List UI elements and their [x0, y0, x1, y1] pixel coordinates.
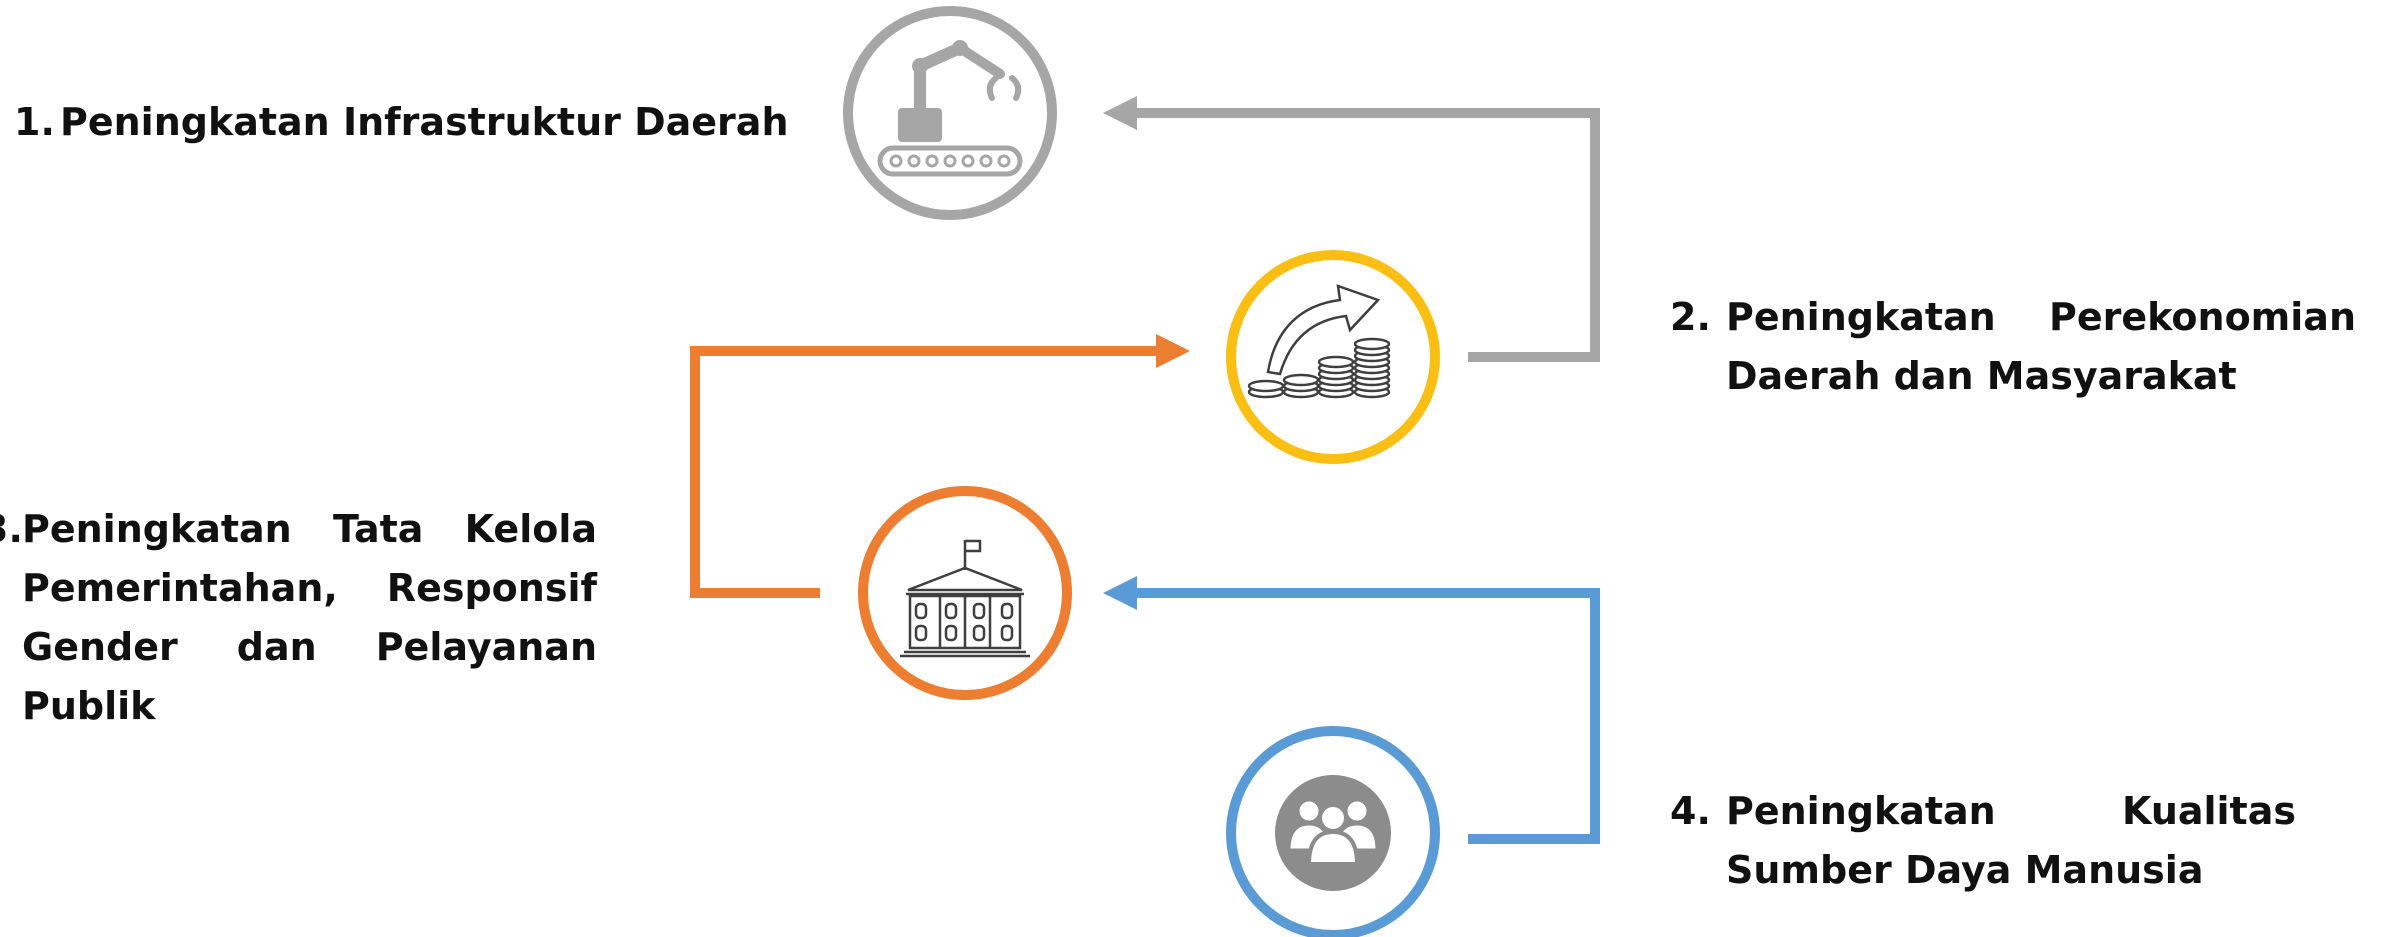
node-infrastruktur — [843, 6, 1057, 220]
node-sdm — [1226, 726, 1440, 937]
label-item-3-line-3: Gender dan Pelayanan — [22, 625, 597, 669]
label-item-2-line-1: Peningkatan Perekonomian — [1726, 295, 2356, 339]
robotic-arm-conveyor-icon — [877, 40, 1023, 177]
label-item-4: 4. Peningkatan Kualitas Sumber Daya Manu… — [1670, 782, 2310, 900]
connector-blue — [1103, 576, 1600, 844]
label-item-3-line-2: Pemerintahan, Responsif — [22, 566, 597, 610]
label-item-2-number: 2. — [1670, 295, 1711, 339]
connector-orange — [690, 334, 1190, 598]
label-item-1: 1. Peningkatan Infrastruktur Daerah — [14, 93, 834, 152]
label-item-1-text: Peningkatan Infrastruktur Daerah — [60, 93, 840, 152]
label-item-3-line-4: Publik — [22, 684, 156, 728]
label-item-3-number: 3. — [0, 507, 23, 551]
label-item-4-line-1: Peningkatan Kualitas — [1726, 789, 2296, 833]
label-item-1-number: 1. — [14, 100, 55, 144]
label-item-2-text: Peningkatan Perekonomian Daerah dan Masy… — [1726, 288, 2356, 406]
coins-growth-arrow-icon — [1247, 284, 1391, 399]
connector-gray — [1103, 96, 1600, 362]
connector-gray-arrowhead — [1103, 96, 1137, 130]
connector-blue-arrowhead — [1103, 576, 1137, 610]
label-item-3-line-1: Peningkatan Tata Kelola — [22, 507, 597, 551]
connector-orange-arrowhead — [1156, 334, 1190, 368]
people-group-icon — [1275, 775, 1391, 891]
label-item-4-number: 4. — [1670, 789, 1711, 833]
label-item-4-text: Peningkatan Kualitas Sumber Daya Manusia — [1726, 782, 2296, 900]
label-item-1-line: Peningkatan Infrastruktur Daerah — [60, 100, 789, 144]
label-item-2-line-2: Daerah dan Masyarakat — [1726, 354, 2237, 398]
label-item-3: 3. Peningkatan Tata Kelola Pemerintahan,… — [0, 500, 622, 736]
connector-blue-line — [1132, 588, 1600, 844]
label-item-4-line-2: Sumber Daya Manusia — [1726, 848, 2204, 892]
government-building-icon — [900, 539, 1030, 658]
node-tata-kelola — [858, 486, 1072, 700]
node-perekonomian — [1226, 250, 1440, 464]
node-infrastruktur-ring — [843, 6, 1057, 220]
label-item-3-text: Peningkatan Tata Kelola Pemerintahan, Re… — [22, 500, 597, 736]
label-item-2: 2. Peningkatan Perekonomian Daerah dan M… — [1670, 288, 2360, 406]
connector-orange-line — [690, 346, 1162, 598]
connector-gray-line — [1132, 108, 1600, 362]
